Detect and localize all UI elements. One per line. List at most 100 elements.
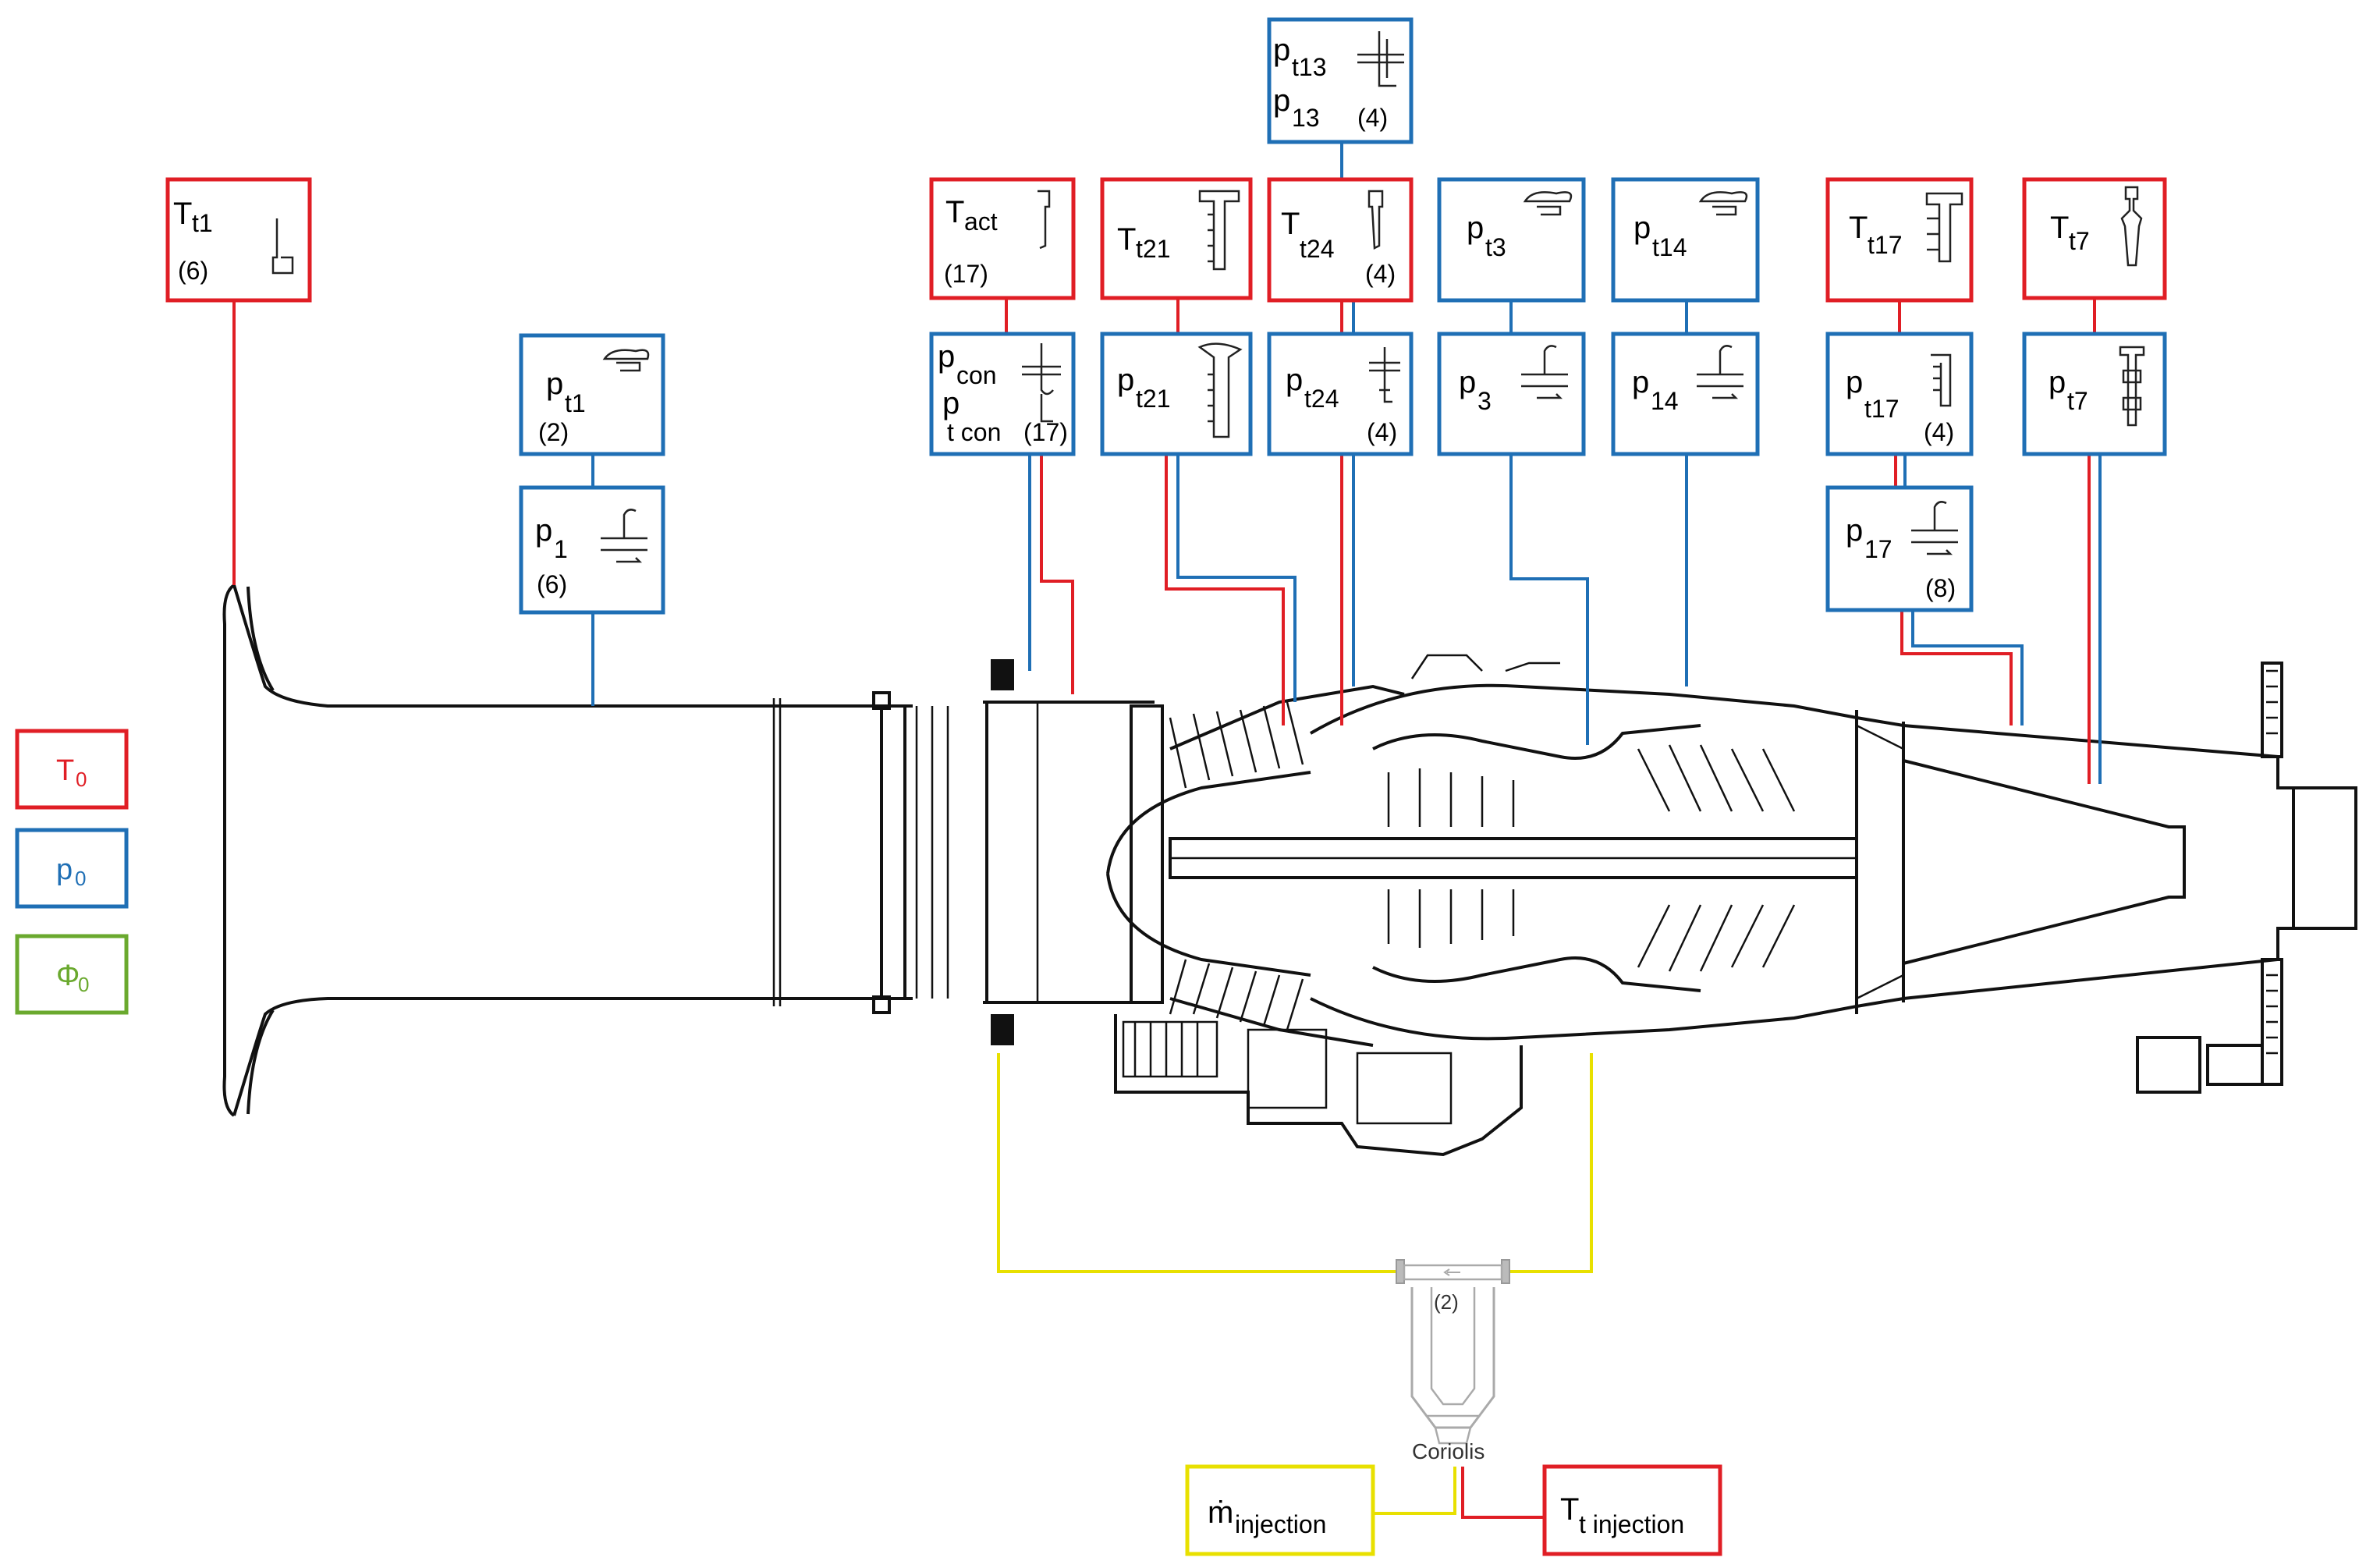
sensor-symbol: p bbox=[1117, 363, 1134, 397]
sensor-box-Tt21: T t21 bbox=[1100, 177, 1253, 300]
probe-count: (4) bbox=[1357, 104, 1388, 132]
thermocouple-probe-icon bbox=[1367, 190, 1384, 250]
probe-count: (4) bbox=[1365, 260, 1396, 288]
probe-count: (8) bbox=[1925, 574, 1956, 602]
sensor-subscript: t1 bbox=[192, 209, 213, 237]
legend-symbol: T bbox=[56, 754, 74, 787]
temperature-rake-icon bbox=[1198, 190, 1240, 271]
temperature-rake-icon bbox=[1925, 192, 1963, 263]
sensor-symbol: p bbox=[1467, 211, 1484, 245]
probe-count: (2) bbox=[538, 418, 569, 446]
sensor-box-Tt24: T t24 (4) bbox=[1267, 177, 1414, 303]
sensor-subscript: t1 bbox=[565, 389, 586, 417]
static-pressure-tap-icon bbox=[1911, 501, 1958, 555]
sensor-subscript: t21 bbox=[1136, 235, 1170, 263]
sensor-box-Tact: T act (17) bbox=[929, 177, 1076, 300]
thermocouple-probe-icon bbox=[2120, 186, 2143, 267]
legend: T 0 p 0 Φ 0 bbox=[15, 729, 129, 1015]
static-pressure-tap-icon bbox=[1521, 345, 1568, 399]
legend-symbol: p bbox=[56, 853, 73, 886]
sensor-symbol: p bbox=[1632, 365, 1649, 399]
sensor-symbol: T bbox=[1117, 222, 1136, 257]
legend-item-temperature: T 0 bbox=[15, 729, 129, 810]
static-pressure-tap-icon bbox=[1697, 345, 1743, 399]
probe-count: (17) bbox=[1023, 418, 1068, 446]
probe-count: (17) bbox=[944, 260, 988, 288]
engine-cross-section bbox=[222, 584, 2357, 1157]
sensor-symbol: p bbox=[546, 367, 563, 401]
sensor-subscript: t17 bbox=[1864, 395, 1899, 423]
probe-count: (4) bbox=[1367, 418, 1397, 446]
sensor-box-pt7: p t7 bbox=[2022, 332, 2167, 456]
sensor-symbol: T bbox=[2050, 211, 2069, 245]
total-pressure-rake-icon bbox=[2119, 346, 2145, 427]
sensor-box-pt24: p t24 (4) bbox=[1267, 332, 1414, 456]
sensor-symbol: T bbox=[1849, 211, 1868, 245]
sensor-symbol: T bbox=[173, 197, 192, 231]
sensor-subscript: t24 bbox=[1300, 235, 1334, 263]
probe-count: (6) bbox=[178, 257, 208, 285]
sensor-subscript: 3 bbox=[1477, 387, 1492, 415]
sensor-subscript: t17 bbox=[1868, 231, 1902, 259]
sensor-subscript: t13 bbox=[1292, 53, 1326, 81]
legend-sub: 0 bbox=[78, 973, 89, 996]
sensor-box-p17: p 17 (8) bbox=[1825, 485, 1974, 612]
sensor-subscript: 14 bbox=[1651, 387, 1679, 415]
pressure-probe-icon bbox=[1022, 343, 1061, 423]
sensor-box-pcon: p con p t con (17) bbox=[929, 332, 1076, 456]
sensor-symbol: p bbox=[1286, 363, 1303, 397]
sensor-box-p14: p 14 bbox=[1611, 332, 1760, 456]
sensor-subscript: t injection bbox=[1579, 1510, 1684, 1538]
sensor-subscript: 17 bbox=[1864, 535, 1892, 563]
sensor-symbol: T bbox=[1560, 1492, 1579, 1527]
sensor-connection-lines bbox=[232, 142, 2102, 1519]
sensor-subscript-2: t con bbox=[947, 418, 1001, 446]
sensor-subscript: t21 bbox=[1136, 385, 1170, 413]
sensor-symbol: p bbox=[2049, 365, 2066, 399]
sensor-box-p3: p 3 bbox=[1437, 332, 1586, 456]
sensor-subscript: con bbox=[956, 361, 997, 389]
thermocouple-probe-icon bbox=[1038, 190, 1051, 250]
sensor-subscript: t7 bbox=[2069, 227, 2090, 255]
sensor-subscript-2: 13 bbox=[1292, 104, 1320, 132]
sensor-box-Tt-injection: T t injection bbox=[1542, 1464, 1722, 1556]
static-pressure-tap-icon bbox=[601, 509, 647, 563]
sensor-subscript: t7 bbox=[2067, 387, 2088, 415]
sensor-symbol: T bbox=[945, 195, 964, 229]
sensor-subscript: act bbox=[964, 208, 998, 236]
thermocouple-probe-icon bbox=[271, 218, 294, 275]
legend-symbol: Φ bbox=[56, 960, 80, 992]
sensor-subscript: t3 bbox=[1485, 233, 1506, 261]
sensor-box-Tt17: T t17 bbox=[1825, 177, 1974, 303]
pressure-probe-icon bbox=[1369, 347, 1400, 403]
legend-item-pressure: p 0 bbox=[15, 828, 129, 909]
sensor-symbol: p bbox=[1273, 33, 1290, 67]
sensor-box-p1: p 1 (6) bbox=[519, 485, 665, 615]
sensor-subscript: t14 bbox=[1652, 233, 1687, 261]
sensor-box-mdot-injection: ṁ injection bbox=[1185, 1464, 1375, 1556]
sensor-symbol: p bbox=[938, 339, 955, 374]
sensor-subscript: t24 bbox=[1304, 385, 1339, 413]
sensor-box-pt14: p t14 bbox=[1611, 177, 1760, 303]
sensor-symbol: ṁ bbox=[1208, 1495, 1233, 1530]
sensor-box-pt13: p t13 p 13 (4) bbox=[1267, 17, 1414, 144]
sensor-box-pt17: p t17 (4) bbox=[1825, 332, 1974, 456]
sensor-symbol: p bbox=[1846, 513, 1863, 548]
coriolis-label: Coriolis bbox=[1412, 1439, 1485, 1463]
sensor-box-Tt7: T t7 bbox=[2022, 177, 2167, 300]
pressure-probe-icon bbox=[1357, 31, 1404, 87]
total-pressure-rake-icon bbox=[1698, 191, 1748, 216]
sensor-subscript: injection bbox=[1235, 1510, 1326, 1538]
sensor-box-pt1: p t1 (2) bbox=[519, 333, 665, 456]
sensor-symbol: p bbox=[535, 513, 552, 548]
total-pressure-rake-icon bbox=[1931, 353, 1952, 407]
sensor-symbol: p bbox=[1633, 211, 1651, 245]
sensor-subscript: 1 bbox=[554, 535, 568, 563]
sensor-symbol-2: p bbox=[1273, 83, 1290, 118]
total-pressure-rake-icon bbox=[602, 349, 650, 372]
legend-item-equivalence-ratio: Φ 0 bbox=[15, 934, 129, 1015]
sensor-symbol: p bbox=[1459, 365, 1476, 399]
total-pressure-rake-icon bbox=[1197, 342, 1243, 438]
total-pressure-rake-icon bbox=[1523, 191, 1573, 216]
